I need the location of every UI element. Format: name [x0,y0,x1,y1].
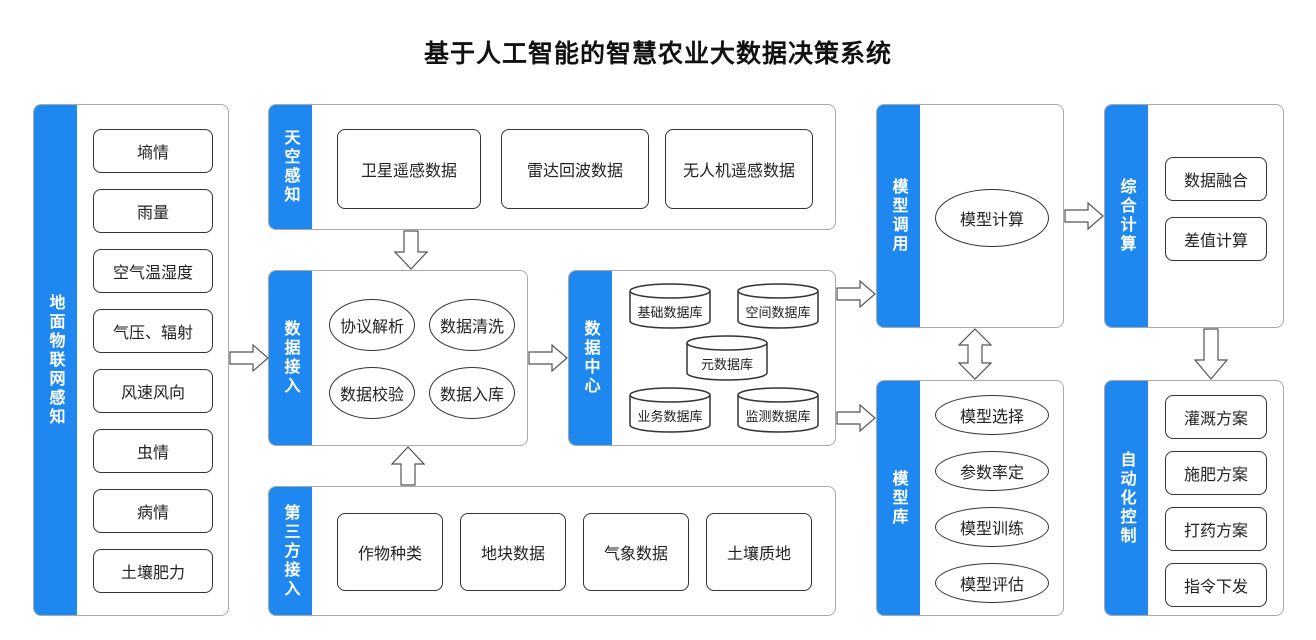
model-library-item: 模型评估 [935,563,1049,603]
third-party-panel: 第三方接入 作物种类 地块数据 气象数据 土壤质地 [268,486,836,616]
database-cylinder: 业务数据库 [629,387,711,433]
database-label: 业务数据库 [637,410,703,425]
data-center-label: 数据中心 [581,320,601,396]
database-cylinder: 基础数据库 [629,283,711,329]
automation-item: 施肥方案 [1165,451,1267,495]
data-access-label: 数据接入 [281,320,301,396]
ground-item: 气压、辐射 [93,309,213,353]
sky-item: 无人机遥感数据 [665,129,813,209]
arrow-right-icon [836,404,876,432]
data-access-panel: 数据接入 协议解析 数据清洗 数据校验 数据入库 [268,270,528,446]
arrow-down-icon [1194,328,1228,380]
model-library-label: 模型库 [889,469,909,527]
arrow-right-icon [836,280,876,308]
sky-item: 雷达回波数据 [501,129,649,209]
database-icon [737,387,819,433]
ground-item: 墒情 [93,129,213,173]
access-item: 协议解析 [329,299,415,351]
data-center-panel: 数据中心 基础数据库 空间数据库 元数据库 业务数据库 监测 [568,270,836,446]
arrow-right-icon [1064,202,1104,230]
database-label: 元数据库 [700,358,753,373]
automation-item: 灌溉方案 [1165,395,1267,439]
database-label: 基础数据库 [637,306,703,321]
database-cylinder: 元数据库 [686,335,768,381]
comprehensive-calc-label-strip: 综合计算 [1105,105,1148,327]
third-party-item: 作物种类 [337,513,443,591]
calc-item: 数据融合 [1165,157,1267,201]
sky-sensing-label-strip: 天空感知 [269,105,312,229]
third-party-item: 气象数据 [583,513,689,591]
comprehensive-calc-label: 综合计算 [1117,178,1137,254]
access-item: 数据清洗 [429,299,515,351]
sky-sensing-label: 天空感知 [281,129,301,205]
arrow-right-icon [528,344,568,372]
ground-item: 雨量 [93,189,213,233]
database-icon [629,387,711,433]
automation-item: 指令下发 [1165,563,1267,607]
database-label: 监测数据库 [745,410,811,425]
diagram-title: 基于人工智能的智慧农业大数据决策系统 [423,39,892,68]
database-icon [737,283,819,329]
model-compute-item: 模型计算 [935,189,1049,247]
database-icon [629,283,711,329]
automation-control-label: 自动化控制 [1117,450,1137,546]
model-call-panel: 模型调用 模型计算 [876,104,1064,328]
third-party-label-strip: 第三方接入 [269,487,312,615]
arrow-up-icon [391,446,425,486]
database-cylinder: 空间数据库 [737,283,819,329]
automation-control-label-strip: 自动化控制 [1105,381,1148,615]
model-library-label-strip: 模型库 [877,381,920,615]
access-item: 数据校验 [329,367,415,419]
model-library-item: 模型选择 [935,395,1049,435]
third-party-item: 土壤质地 [706,513,812,591]
data-access-label-strip: 数据接入 [269,271,312,445]
model-call-label-strip: 模型调用 [877,105,920,327]
ground-sensing-label-strip: 地面物联网感知 [34,105,77,615]
arrow-updown-icon [958,328,992,380]
model-library-panel: 模型库 模型选择 参数率定 模型训练 模型评估 [876,380,1064,616]
model-call-label: 模型调用 [889,178,909,254]
ground-item: 虫情 [93,429,213,473]
ground-item: 空气温湿度 [93,249,213,293]
sky-sensing-panel: 天空感知 卫星遥感数据 雷达回波数据 无人机遥感数据 [268,104,836,230]
model-library-item: 模型训练 [935,507,1049,547]
ground-item: 土壤肥力 [93,549,213,593]
database-label: 空间数据库 [745,306,811,321]
database-icon [686,335,768,381]
access-item: 数据入库 [429,367,515,419]
automation-item: 打药方案 [1165,507,1267,551]
data-center-label-strip: 数据中心 [569,271,612,445]
sky-item: 卫星遥感数据 [337,129,481,209]
automation-control-panel: 自动化控制 灌溉方案 施肥方案 打药方案 指令下发 [1104,380,1284,616]
calc-item: 差值计算 [1165,217,1267,261]
ground-sensing-panel: 地面物联网感知 墒情 雨量 空气温湿度 气压、辐射 风速风向 虫情 病情 土壤肥… [33,104,229,616]
arrow-down-icon [394,230,428,270]
third-party-item: 地块数据 [460,513,566,591]
model-library-item: 参数率定 [935,451,1049,491]
arrow-right-icon [229,344,269,372]
ground-sensing-label: 地面物联网感知 [46,293,66,427]
ground-item: 风速风向 [93,369,213,413]
database-cylinder: 监测数据库 [737,387,819,433]
comprehensive-calc-panel: 综合计算 数据融合 差值计算 [1104,104,1284,328]
third-party-label: 第三方接入 [281,503,301,599]
ground-item: 病情 [93,489,213,533]
